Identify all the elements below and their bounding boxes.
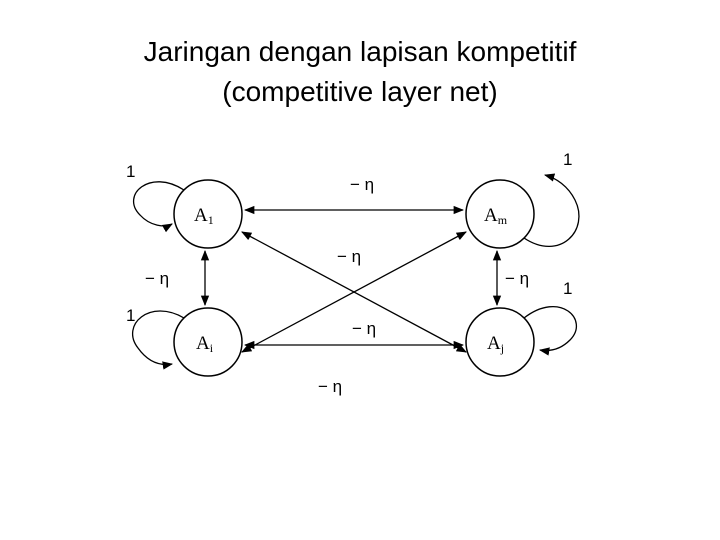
self-loop-a1 — [133, 181, 185, 233]
svg-text:Aj: Aj — [487, 333, 504, 355]
node-aj: Aj — [465, 307, 535, 377]
slide-title: Jaringan dengan lapisan kompetitif (comp… — [0, 32, 720, 112]
node-aj-letter: A — [487, 333, 501, 354]
title-line-2: (competitive layer net) — [222, 76, 498, 107]
weight-self-ai: 1 — [126, 306, 135, 325]
title-line-1: Jaringan dengan lapisan kompetitif — [143, 36, 577, 67]
weight-ai-aj-outer: − η — [318, 377, 342, 396]
node-a1: A1 — [173, 179, 243, 249]
weight-self-am: 1 — [563, 150, 572, 169]
weight-a1-ai: − η — [145, 269, 169, 288]
weight-a1-am: − η — [350, 175, 374, 194]
node-ai-letter: A — [196, 333, 210, 354]
weight-self-aj: 1 — [563, 279, 572, 298]
svg-text:Ai: Ai — [196, 333, 214, 355]
svg-text:Am: Am — [484, 205, 508, 227]
node-a1-letter: A — [194, 205, 208, 226]
node-am-letter: A — [484, 205, 498, 226]
node-aj-sub: j — [500, 341, 504, 355]
self-loop-am — [523, 173, 580, 247]
node-ai: Ai — [173, 307, 243, 377]
svg-text:A1: A1 — [194, 205, 214, 227]
edge-am-ai — [241, 231, 467, 353]
weight-am-aj: − η — [505, 269, 529, 288]
node-am: Am — [465, 179, 535, 249]
node-a1-sub: 1 — [208, 213, 214, 227]
self-loop-aj — [523, 306, 577, 356]
weight-ai-aj: − η — [352, 319, 376, 338]
self-loop-ai — [132, 310, 185, 370]
node-ai-sub: i — [210, 341, 214, 355]
weight-self-a1: 1 — [126, 162, 135, 181]
node-am-sub: m — [498, 213, 508, 227]
weight-diagonal-cross: − η — [337, 247, 361, 266]
